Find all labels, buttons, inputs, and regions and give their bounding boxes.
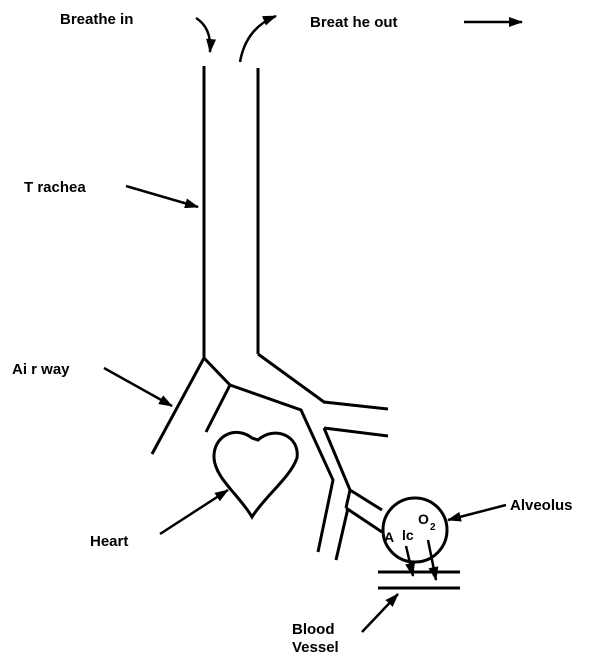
trachea-label: T rachea [24, 179, 86, 196]
airway-label: Ai r way [12, 361, 70, 378]
alveolus-inner-label: lc [402, 527, 414, 543]
airway-pointer-arrow [104, 368, 172, 406]
alveolus-label: Alveolus [510, 497, 573, 514]
breathe-in-label: Breathe in [60, 11, 133, 28]
trachea-pointer-arrow [126, 186, 198, 207]
blood-vessel-pointer-arrow [362, 594, 398, 632]
blood-vessel-label-line2: Vessel [292, 639, 339, 656]
oxygen-label: O [418, 511, 429, 527]
trachea [204, 66, 258, 358]
breathe-out-label: Breat he out [310, 14, 398, 31]
blood-vessel [378, 572, 460, 588]
oxygen-subscript: 2 [430, 522, 436, 533]
breathe-out-curved-arrow [240, 16, 276, 62]
alveolus-letter-a: A [384, 529, 394, 545]
heart-pointer-arrow [160, 490, 228, 534]
heart-shape [214, 432, 297, 517]
alveolus-pointer-arrow [448, 505, 506, 520]
heart-label: Heart [90, 533, 128, 550]
right-airway [230, 354, 388, 560]
breathe-in-arrow [196, 18, 210, 52]
blood-vessel-label-line1: Blood [292, 621, 335, 638]
